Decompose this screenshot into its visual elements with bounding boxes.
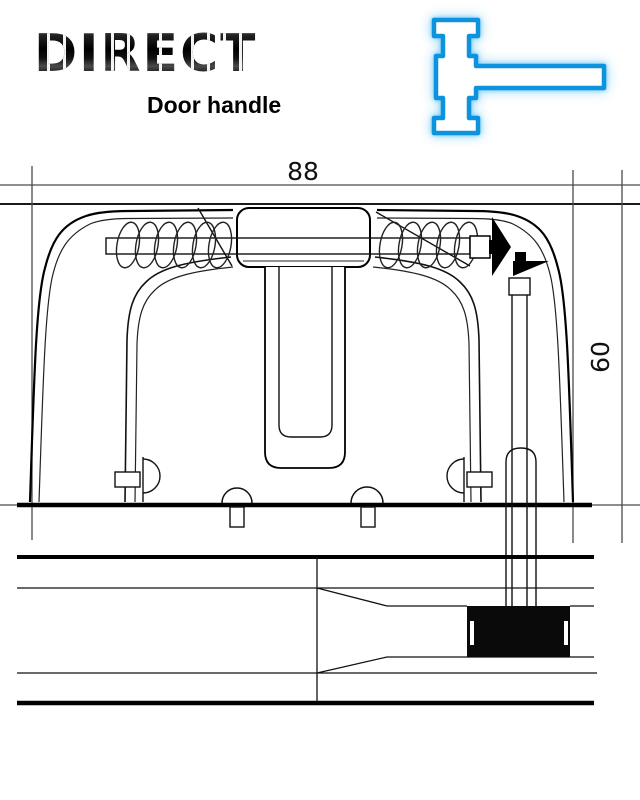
door-cross-section — [17, 555, 597, 706]
height-dimension-label: 60 — [586, 341, 615, 373]
product-title: Door handle — [147, 92, 282, 118]
latch-box — [467, 606, 570, 657]
spring-right — [378, 221, 479, 269]
dimension-88: 88 — [287, 157, 319, 186]
dimension-60: 60 — [586, 341, 615, 373]
width-dimension-label: 88 — [287, 157, 319, 186]
neon-handle-outline — [431, 17, 607, 136]
pivot-bosses — [114, 457, 493, 504]
spring-left — [115, 221, 233, 269]
latch-pawl — [469, 217, 549, 296]
base-plate — [17, 502, 592, 528]
brand-logo: DIRECT — [34, 24, 304, 86]
spindle-rod — [505, 295, 537, 612]
center-block — [236, 207, 371, 469]
